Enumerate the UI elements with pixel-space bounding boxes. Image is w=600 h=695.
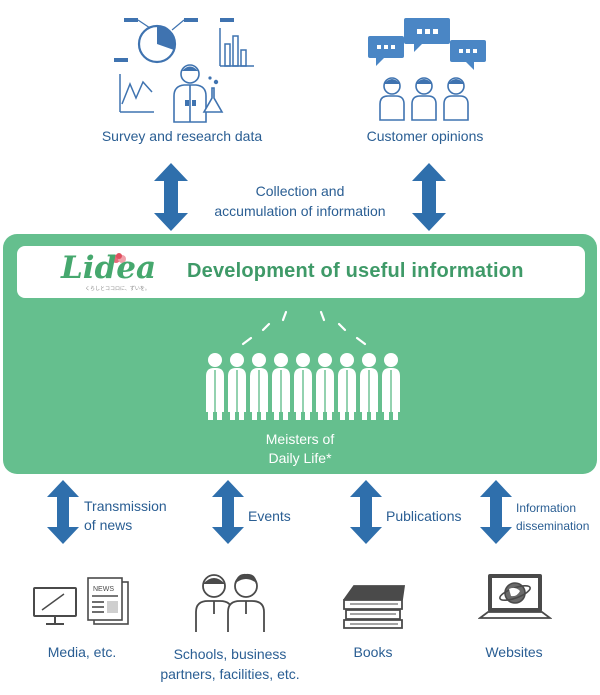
websites-illustration [478, 570, 552, 632]
schools-label-line1: Schools, business [173, 646, 287, 662]
publications-arrow [350, 480, 382, 544]
survey-research-illustration [112, 14, 262, 124]
pie-chart-icon [137, 24, 177, 64]
events-label: Events [248, 508, 291, 524]
schools-illustration [192, 570, 268, 634]
books-stack-icon [343, 585, 406, 629]
meisters-group-icon [205, 352, 401, 421]
monitor-icon [33, 587, 77, 625]
media-label: Media, etc. [47, 644, 117, 660]
customer-opinions-label: Customer opinions [366, 128, 484, 144]
websites-label: Websites [485, 644, 543, 660]
books-label: Books [353, 644, 393, 660]
collection-arrow-right [412, 163, 446, 231]
lidea-logo: Lidea [61, 250, 157, 286]
meisters-label-line2: Daily Life* [268, 450, 332, 466]
globe-icon [499, 582, 531, 604]
meisters-label-line1: Meisters of [265, 431, 335, 447]
bar-chart-icon [219, 18, 254, 67]
lidea-logo-tagline: くらしとココロに、ずいを。 [85, 286, 150, 292]
sparkle-rays-icon [241, 310, 367, 346]
customer-opinions-illustration [362, 14, 492, 124]
events-arrow [212, 480, 244, 544]
laptop-icon [478, 574, 552, 619]
schools-label-line2: partners, facilities, etc. [160, 666, 300, 682]
center-title: Development of useful information [187, 260, 524, 282]
dissemination-arrow [480, 480, 512, 544]
books-illustration [340, 576, 406, 632]
dissemination-label-line1: Information [516, 501, 577, 515]
people-icon [195, 573, 265, 632]
collection-label-line2: accumulation of information [214, 203, 386, 219]
customers-group-icon [379, 77, 469, 121]
collection-arrow-left [154, 163, 188, 231]
speech-bubble-icon [368, 18, 486, 70]
transmission-label-line2: of news [84, 517, 133, 533]
publications-label: Publications [386, 508, 462, 524]
dissemination-label: Information dissemination [516, 499, 589, 535]
transmission-label: Transmission of news [84, 497, 167, 535]
logo-flower-icon [112, 253, 126, 263]
researcher-icon [173, 64, 224, 123]
dissemination-label-line2: dissemination [516, 519, 590, 533]
media-illustration: NEWS [32, 576, 132, 632]
schools-label: Schools, business partners, facilities, … [142, 644, 318, 684]
collection-label-line1: Collection and [255, 183, 345, 199]
transmission-label-line1: Transmission [84, 498, 167, 514]
survey-research-label: Survey and research data [101, 128, 263, 144]
lidea-center-panel: Lidea くらしとココロに、ずいを。 Development of usefu… [3, 234, 597, 474]
collection-label: Collection and accumulation of informati… [190, 181, 410, 221]
news-tag: NEWS [93, 586, 114, 593]
newspaper-icon [87, 577, 129, 625]
meisters-label: Meisters of Daily Life* [200, 430, 400, 468]
line-chart-icon [119, 74, 154, 113]
lidea-banner: Lidea くらしとココロに、ずいを。 Development of usefu… [17, 246, 585, 298]
transmission-arrow [47, 480, 79, 544]
